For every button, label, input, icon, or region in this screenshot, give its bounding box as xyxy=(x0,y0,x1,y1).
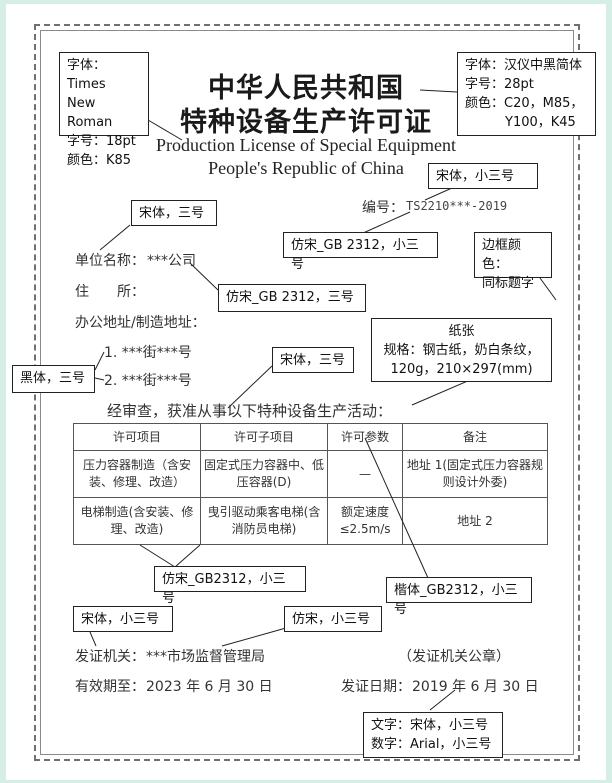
table-cell: 地址 1(固定式压力容器规则设计外委) xyxy=(402,450,548,498)
table-cell: 曳引驱动乘客电梯(含消防员电梯) xyxy=(200,497,328,545)
valid-value: 2023 年 6 月 30 日 xyxy=(146,679,273,695)
table-header-row: 许可项目 许可子项目 许可参数 备注 xyxy=(73,423,548,451)
permit-table: 许可项目 许可子项目 许可参数 备注 压力容器制造（含安装、修理、改造） 固定式… xyxy=(73,423,548,545)
address-label: 住 所： xyxy=(75,284,145,300)
table-cell: 电梯制造(含安装、修理、改造) xyxy=(73,497,201,545)
address-item-2: 2. ***街***号 xyxy=(104,373,192,389)
callout-line: 颜色：C20，M85， xyxy=(465,96,584,111)
callout-issuer-value-font: 仿宋，小三号 xyxy=(284,606,382,632)
callout-address-font: 仿宋_GB 2312，三号 xyxy=(218,284,366,312)
table-cell: 固定式压力容器中、低压容器(D) xyxy=(200,450,328,498)
table-cell: 额定速度≤2.5m/s xyxy=(327,497,403,545)
issuer-label: 发证机关： xyxy=(75,649,145,665)
address-item-1: 1. ***街***号 xyxy=(104,345,192,361)
title-en-line2: People's Republic of China xyxy=(208,158,404,178)
approval-text: 经审查，获准从事以下特种设备生产活动： xyxy=(107,402,393,420)
callout-number-value-font: 仿宋_GB 2312，小三号 xyxy=(283,232,438,272)
seal-text: （发证机关公章） xyxy=(398,649,510,665)
callout-line: 字体：汉仪中黑简体 xyxy=(465,58,583,73)
callout-line: 120g，210×297(mm) xyxy=(390,362,533,377)
callout-cn-title-font: 字体：汉仪中黑简体 字号：28pt 颜色：C20，M85， Y100，K45 xyxy=(457,52,596,136)
issue-date-label: 发证日期： xyxy=(341,679,411,695)
callout-table-font: 仿宋_GB2312，小三号 xyxy=(154,566,306,606)
table-header: 许可子项目 xyxy=(200,423,328,451)
callout-paper: 纸张 规格：钢古纸，奶白条纹， 120g，210×297(mm) xyxy=(371,318,552,382)
callout-line: Y100，K45 xyxy=(505,115,576,130)
table-cell: 压力容器制造（含安装、修理、改造） xyxy=(73,450,201,498)
title-cn-line2: 特种设备生产许可证 xyxy=(180,107,432,138)
unit-label: 单位名称： xyxy=(75,253,145,269)
callout-line: 规格：钢古纸，奶白条纹， xyxy=(383,343,540,358)
callout-en-font: 字体：Times New Roman 字号：18pt 颜色：K85 xyxy=(59,52,149,168)
callout-list-font: 黑体，三号 xyxy=(12,365,95,393)
callout-issuer-label-font: 宋体，小三号 xyxy=(73,606,173,632)
unit-value: ***公司 xyxy=(147,253,196,269)
title-en-line1: Production License of Special Equipment xyxy=(156,135,456,155)
valid-label: 有效期至： xyxy=(75,679,145,695)
callout-line: 边框颜色： xyxy=(482,238,522,272)
callout-date-font: 文字：宋体，小三号 数字：Arial，小三号 xyxy=(363,712,503,758)
number-label: 编号： xyxy=(362,200,404,216)
number-value: TS2210***-2019 xyxy=(406,199,508,213)
callout-line: 字号：18pt xyxy=(67,134,136,149)
callout-line: 数字：Arial，小三号 xyxy=(371,737,492,752)
callout-line: 同标题字 xyxy=(482,276,535,291)
table-cell: — xyxy=(327,450,403,498)
table-header: 许可项目 xyxy=(73,423,201,451)
issuer-value: ***市场监督管理局 xyxy=(146,649,265,665)
callout-param-font: 楷体_GB2312，小三号 xyxy=(386,577,532,617)
callout-line: 纸张 xyxy=(448,324,475,339)
title-cn-line1: 中华人民共和国 xyxy=(208,73,404,104)
callout-approval-font: 宋体，三号 xyxy=(272,347,354,373)
callout-number-font: 宋体，小三号 xyxy=(428,163,538,189)
table-row: 电梯制造(含安装、修理、改造) 曳引驱动乘客电梯(含消防员电梯) 额定速度≤2.… xyxy=(73,497,548,545)
callout-border-color: 边框颜色： 同标题字 xyxy=(474,232,552,291)
callout-line: 字体：Times xyxy=(67,58,107,92)
callout-unit-font: 宋体，三号 xyxy=(131,200,217,226)
office-address-label: 办公地址/制造地址： xyxy=(75,315,206,331)
issue-date-value: 2019 年 6 月 30 日 xyxy=(412,679,539,695)
table-row: 压力容器制造（含安装、修理、改造） 固定式压力容器中、低压容器(D) — 地址 … xyxy=(73,450,548,498)
callout-line: 文字：宋体，小三号 xyxy=(371,718,489,733)
callout-line: 颜色：K85 xyxy=(67,153,132,168)
table-header: 备注 xyxy=(402,423,548,451)
callout-line: 字号：28pt xyxy=(465,77,534,92)
table-header: 许可参数 xyxy=(327,423,403,451)
callout-line: New Roman xyxy=(67,96,113,130)
table-cell: 地址 2 xyxy=(402,497,548,545)
